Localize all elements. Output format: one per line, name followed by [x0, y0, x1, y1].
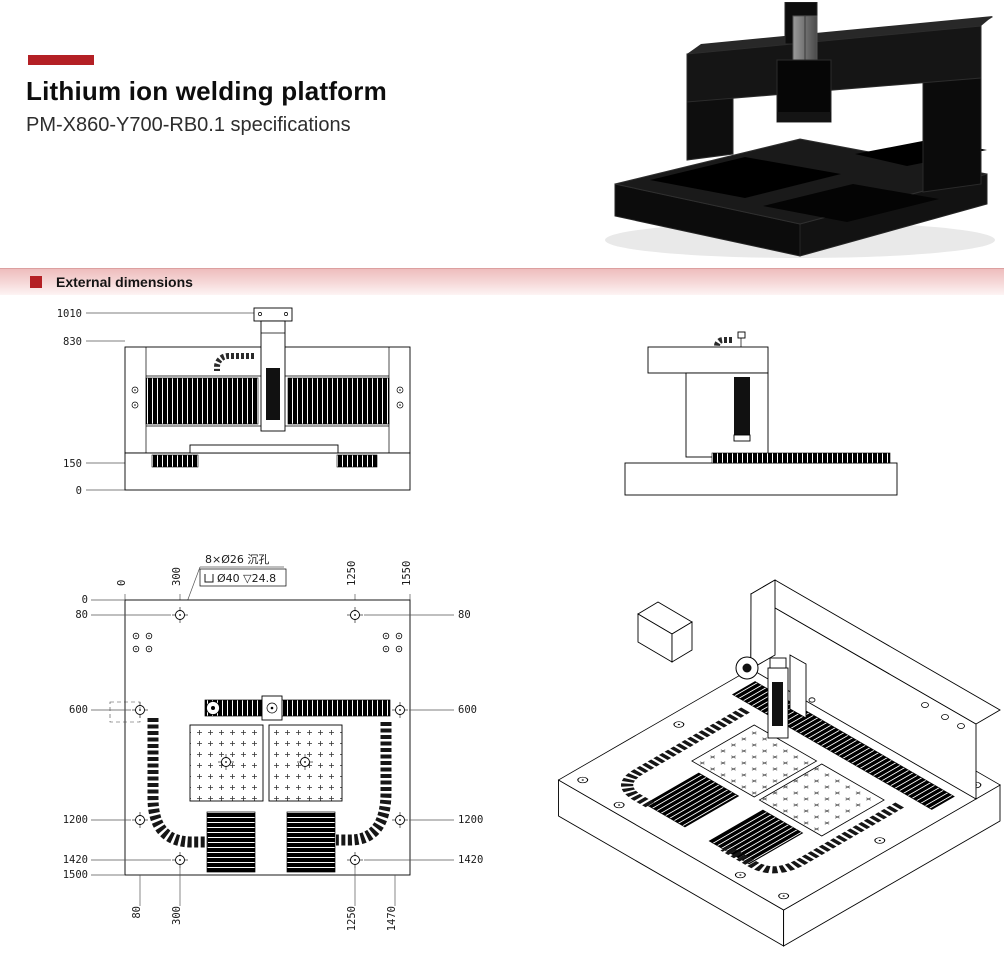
side-view-drawing: [624, 331, 898, 496]
cable-chain-left: [147, 718, 208, 848]
dim-label: 1200: [458, 814, 483, 826]
top-view-geometry: [109, 599, 411, 876]
page-subtitle: PM-X860-Y700-RB0.1 specifications: [26, 114, 351, 136]
hole-note: 8×Ø26 沉孔 Ø40 ▽24.8: [181, 553, 287, 614]
cable-chain-right: [336, 722, 392, 846]
cable-chain-left: [621, 707, 750, 809]
section-header: External dimensions: [0, 268, 1004, 295]
product-photo: [605, 2, 995, 258]
top-view-dims-right: 80 600 1200 1420: [364, 609, 483, 866]
front-view-dimensions: 1010 830 150 0: [57, 308, 258, 497]
dim-label: 600: [69, 704, 88, 716]
counterbore-icon: [204, 574, 214, 583]
section-label: External dimensions: [56, 274, 193, 290]
machine-render: [605, 2, 995, 258]
dim-label: 80: [75, 609, 88, 621]
dim-label: 150: [63, 458, 82, 470]
dim-label: 600: [458, 704, 477, 716]
top-view-drawing: 0 300 1250 1550 8×Ø26 沉孔 Ø40 ▽24.8: [63, 553, 484, 931]
hole-note-line2: Ø40 ▽24.8: [217, 572, 276, 585]
front-view-drawing: 1010 830 150 0: [57, 307, 411, 497]
top-view-dims-left: 0 80 600 1200 1420 1500: [63, 594, 171, 881]
cable-chain: [214, 353, 254, 371]
header-accent-bar: [28, 55, 94, 65]
dim-label: 1420: [458, 854, 483, 866]
dim-label: 80: [458, 609, 471, 621]
dim-label: 300: [171, 567, 183, 586]
dim-label: 1250: [346, 561, 358, 586]
hole-note-line1: 8×Ø26 沉孔: [205, 553, 269, 566]
dim-label: 1200: [63, 814, 88, 826]
top-view-dims-bottom: 80 300 1250 1470: [131, 868, 398, 931]
dim-label: 0: [76, 485, 82, 497]
top-view-dims-top: 0 300 1250 1550: [116, 561, 413, 610]
isometric-geometry: [557, 579, 1001, 947]
section-bullet-icon: [30, 276, 42, 288]
cable-chain: [714, 337, 732, 347]
dim-label: 0: [82, 594, 88, 606]
dim-label: 300: [171, 906, 183, 925]
dim-label: 80: [131, 906, 143, 919]
dim-label: 830: [63, 336, 82, 348]
dim-label: 0: [116, 580, 128, 586]
cable-chain-right: [720, 802, 905, 874]
dim-label: 1420: [63, 854, 88, 866]
page-title: Lithium ion welding platform: [26, 76, 387, 106]
dim-label: 1470: [386, 906, 398, 931]
dim-label: 1500: [63, 869, 88, 881]
dim-label: 1550: [401, 561, 413, 586]
dim-label: 1250: [346, 906, 358, 931]
front-view-geometry: [124, 307, 411, 491]
side-view-geometry: [624, 331, 898, 496]
isometric-view-drawing: [557, 579, 1001, 947]
dim-label: 1010: [57, 308, 82, 320]
